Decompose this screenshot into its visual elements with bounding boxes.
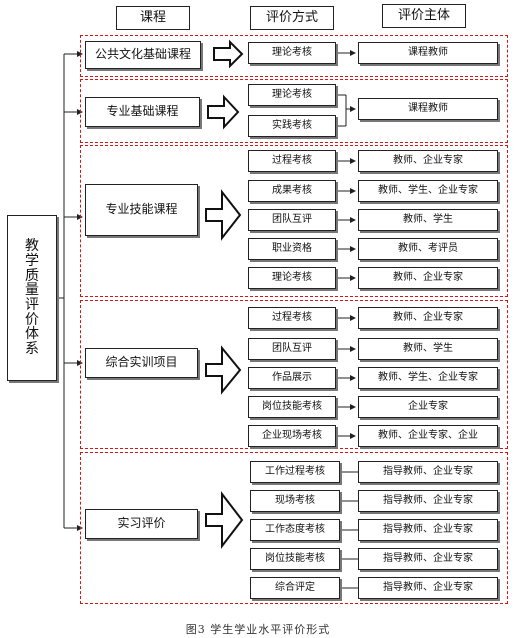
arrowhead: [350, 315, 356, 321]
method-theory-exam: 理论考核: [248, 267, 336, 289]
course-public-culture-basic: 公共文化基础课程: [85, 41, 201, 69]
method-post-skill-exam: 岗位技能考核: [250, 548, 340, 570]
block-arrow-right: [205, 345, 242, 395]
method-team-peer-review: 团队互评: [248, 338, 336, 360]
method-onsite-exam: 现场考核: [250, 490, 340, 512]
header-subject: 评价主体: [382, 4, 466, 28]
subject-mentor-expert: 指导教师、企业专家: [358, 461, 498, 483]
subject-mentor-expert: 指导教师、企业专家: [358, 577, 498, 599]
root-evaluation-system: 教 学 质 量 评 价 体 系: [7, 215, 57, 381]
arrowhead: [350, 346, 356, 352]
group-frame-professional-basic: [80, 79, 508, 143]
method-work-process-exam: 工作过程考核: [250, 461, 340, 483]
subject-teacher-expert: 教师、企业专家: [358, 150, 498, 172]
subject-teacher-student: 教师、学生: [358, 209, 498, 231]
method-team-peer-review: 团队互评: [248, 209, 336, 231]
arrowhead: [350, 275, 356, 281]
method-result-exam: 成果考核: [248, 180, 336, 202]
method-theory-exam: 理论考核: [248, 42, 336, 64]
block-arrow-right: [207, 94, 240, 130]
subject-teacher-examiner: 教师、考评员: [358, 238, 498, 260]
subject-mentor-expert: 指导教师、企业专家: [358, 548, 498, 570]
root-label: 教 学 质 量 评 价 体 系: [25, 238, 39, 358]
block-arrow-right: [205, 189, 242, 241]
group-frame-public-culture: [80, 35, 508, 77]
method-work-attitude-exam: 工作态度考核: [250, 519, 340, 541]
arrowhead: [350, 106, 356, 112]
method-professional-qualification: 职业资格: [248, 238, 336, 260]
subject-mentor-expert: 指导教师、企业专家: [358, 490, 498, 512]
subject-mentor-expert: 指导教师、企业专家: [358, 519, 498, 541]
course-professional-skill: 专业技能课程: [85, 184, 198, 236]
subject-course-teacher: 课程教师: [358, 98, 498, 120]
arrowhead: [350, 188, 356, 194]
subject-teacher-expert: 教师、企业专家: [358, 307, 498, 329]
method-practice-exam: 实践考核: [248, 115, 336, 137]
group-frame-training-project: [80, 300, 508, 449]
arrowhead: [350, 217, 356, 223]
group-frame-professional-skill: [80, 145, 508, 297]
arrowhead: [350, 50, 356, 56]
course-comprehensive-training: 综合实训项目: [85, 348, 198, 378]
subject-teacher-expert-enterprise: 教师、企业专家、企业: [358, 425, 498, 447]
header-method: 评价方式: [250, 6, 334, 30]
method-comprehensive-assessment: 综合评定: [250, 577, 340, 599]
course-professional-basic: 专业基础课程: [85, 97, 200, 127]
method-post-skill-exam: 岗位技能考核: [248, 396, 336, 418]
block-arrow-right: [213, 39, 244, 69]
method-onsite-enterprise-exam: 企业现场考核: [248, 425, 336, 447]
arrowhead: [350, 246, 356, 252]
arrowhead: [350, 158, 356, 164]
header-course: 课程: [116, 6, 190, 30]
method-process-exam: 过程考核: [248, 307, 336, 329]
course-internship-evaluation: 实习评价: [85, 509, 198, 539]
subject-teacher-student: 教师、学生: [358, 338, 498, 360]
method-process-exam: 过程考核: [248, 150, 336, 172]
arrowhead: [350, 375, 356, 381]
arrowhead: [350, 433, 356, 439]
arrowhead: [350, 404, 356, 410]
subject-teacher-student-expert: 教师、学生、企业专家: [358, 367, 498, 389]
subject-course-teacher: 课程教师: [358, 42, 498, 64]
figure-caption: 图3 学生学业水平评价形式: [185, 623, 331, 636]
group-frame-internship: [80, 452, 508, 604]
method-work-showcase: 作品展示: [248, 367, 336, 389]
method-theory-exam: 理论考核: [248, 84, 336, 106]
subject-teacher-student-expert: 教师、学生、企业专家: [358, 180, 498, 202]
block-arrow-right: [205, 491, 244, 549]
subject-teacher-expert: 教师、企业专家: [358, 267, 498, 289]
subject-enterprise-expert: 企业专家: [358, 396, 498, 418]
